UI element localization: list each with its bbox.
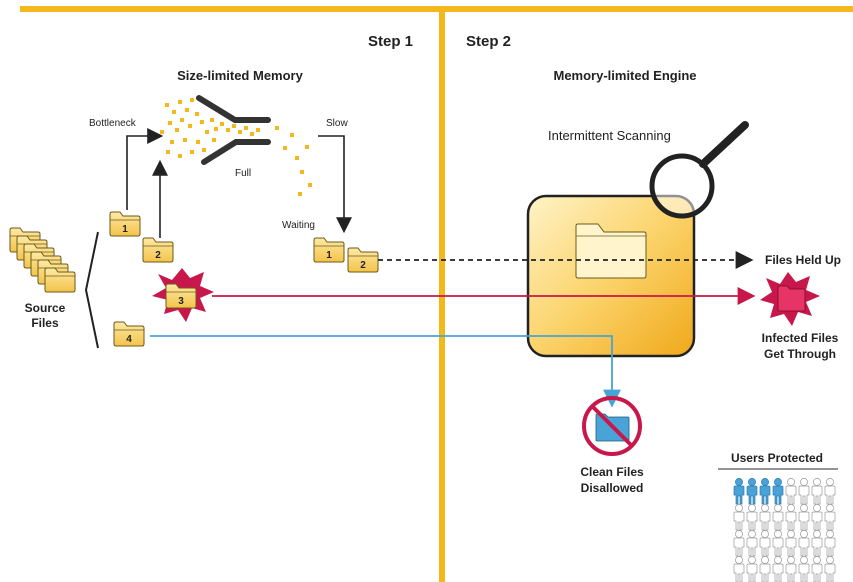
user-icon-unprotected (811, 555, 823, 582)
infected-output-icon (760, 272, 820, 326)
user-icon-unprotected (811, 529, 823, 557)
infected-file-3: 3 (152, 268, 214, 322)
step2-label: Step 2 (466, 33, 511, 50)
clean-label-2: Disallowed (581, 481, 644, 495)
user-icon-unprotected (785, 529, 797, 557)
svg-text:1: 1 (122, 224, 128, 235)
user-icon-unprotected (772, 503, 784, 531)
svg-text:1: 1 (326, 250, 332, 261)
svg-text:3: 3 (178, 296, 184, 307)
waiting-file-1: 1 (313, 237, 345, 263)
waiting-file-2: 2 (347, 247, 379, 273)
clean-disallowed-icon (582, 396, 642, 456)
user-icon-unprotected (785, 503, 797, 531)
user-icon-unprotected (772, 529, 784, 557)
clean-label-1: Clean Files (580, 465, 644, 479)
intermittent-label: Intermittent Scanning (548, 128, 671, 143)
user-icon-unprotected (824, 529, 836, 557)
clean-path-arrow (150, 335, 621, 408)
user-icon-unprotected (824, 555, 836, 582)
slow-arrow (318, 135, 352, 234)
bottleneck-arrow-1 (126, 128, 164, 210)
users-protected-title: Users Protected (731, 451, 823, 465)
user-icon-unprotected (759, 555, 771, 582)
memory-title: Size-limited Memory (177, 68, 303, 83)
user-icon-unprotected (785, 555, 797, 582)
waiting-label: Waiting (282, 220, 315, 231)
top-bar (20, 6, 853, 12)
user-icon-unprotected (798, 477, 810, 505)
magnifier-icon (649, 121, 749, 219)
engine-folder (575, 223, 647, 279)
user-icon-unprotected (746, 503, 758, 531)
user-icon-unprotected (811, 503, 823, 531)
step1-label: Step 1 (368, 33, 413, 50)
user-icon-unprotected (811, 477, 823, 505)
funnel-particles (160, 98, 312, 196)
user-icon-unprotected (759, 529, 771, 557)
user-icon-protected (746, 477, 758, 505)
source-label-1: Source (25, 301, 66, 315)
svg-text:2: 2 (360, 260, 366, 271)
user-icon-unprotected (798, 529, 810, 557)
user-icon-unprotected (824, 477, 836, 505)
user-icon-unprotected (772, 555, 784, 582)
user-icon-unprotected (746, 555, 758, 582)
user-icon-unprotected (746, 529, 758, 557)
user-icon-unprotected (824, 503, 836, 531)
full-label: Full (235, 168, 251, 179)
user-icon-unprotected (733, 529, 745, 557)
user-icon-unprotected (798, 503, 810, 531)
user-icon-unprotected (733, 503, 745, 531)
infected-label-1: Infected Files (762, 331, 839, 345)
file-1: 1 (109, 211, 141, 237)
user-icon-protected (759, 477, 771, 505)
bottleneck-label: Bottleneck (89, 118, 137, 129)
files-held-up-label: Files Held Up (765, 253, 841, 267)
user-icon-unprotected (785, 477, 797, 505)
infected-label-2: Get Through (764, 347, 836, 361)
source-files-stack (9, 227, 76, 293)
engine-title: Memory-limited Engine (553, 68, 696, 83)
svg-text:2: 2 (155, 250, 161, 261)
source-bracket (84, 231, 99, 349)
user-icon-protected (772, 477, 784, 505)
user-icon-protected (733, 477, 745, 505)
user-icon-unprotected (759, 503, 771, 531)
source-label-2: Files (31, 316, 59, 330)
file-4: 4 (113, 321, 145, 347)
slow-label: Slow (326, 118, 348, 129)
step-divider (439, 12, 445, 582)
user-icon-unprotected (798, 555, 810, 582)
svg-text:4: 4 (126, 334, 132, 345)
funnel-icon (196, 95, 271, 165)
user-icon-unprotected (733, 555, 745, 582)
file-2: 2 (142, 237, 174, 263)
users-grid (733, 477, 836, 582)
